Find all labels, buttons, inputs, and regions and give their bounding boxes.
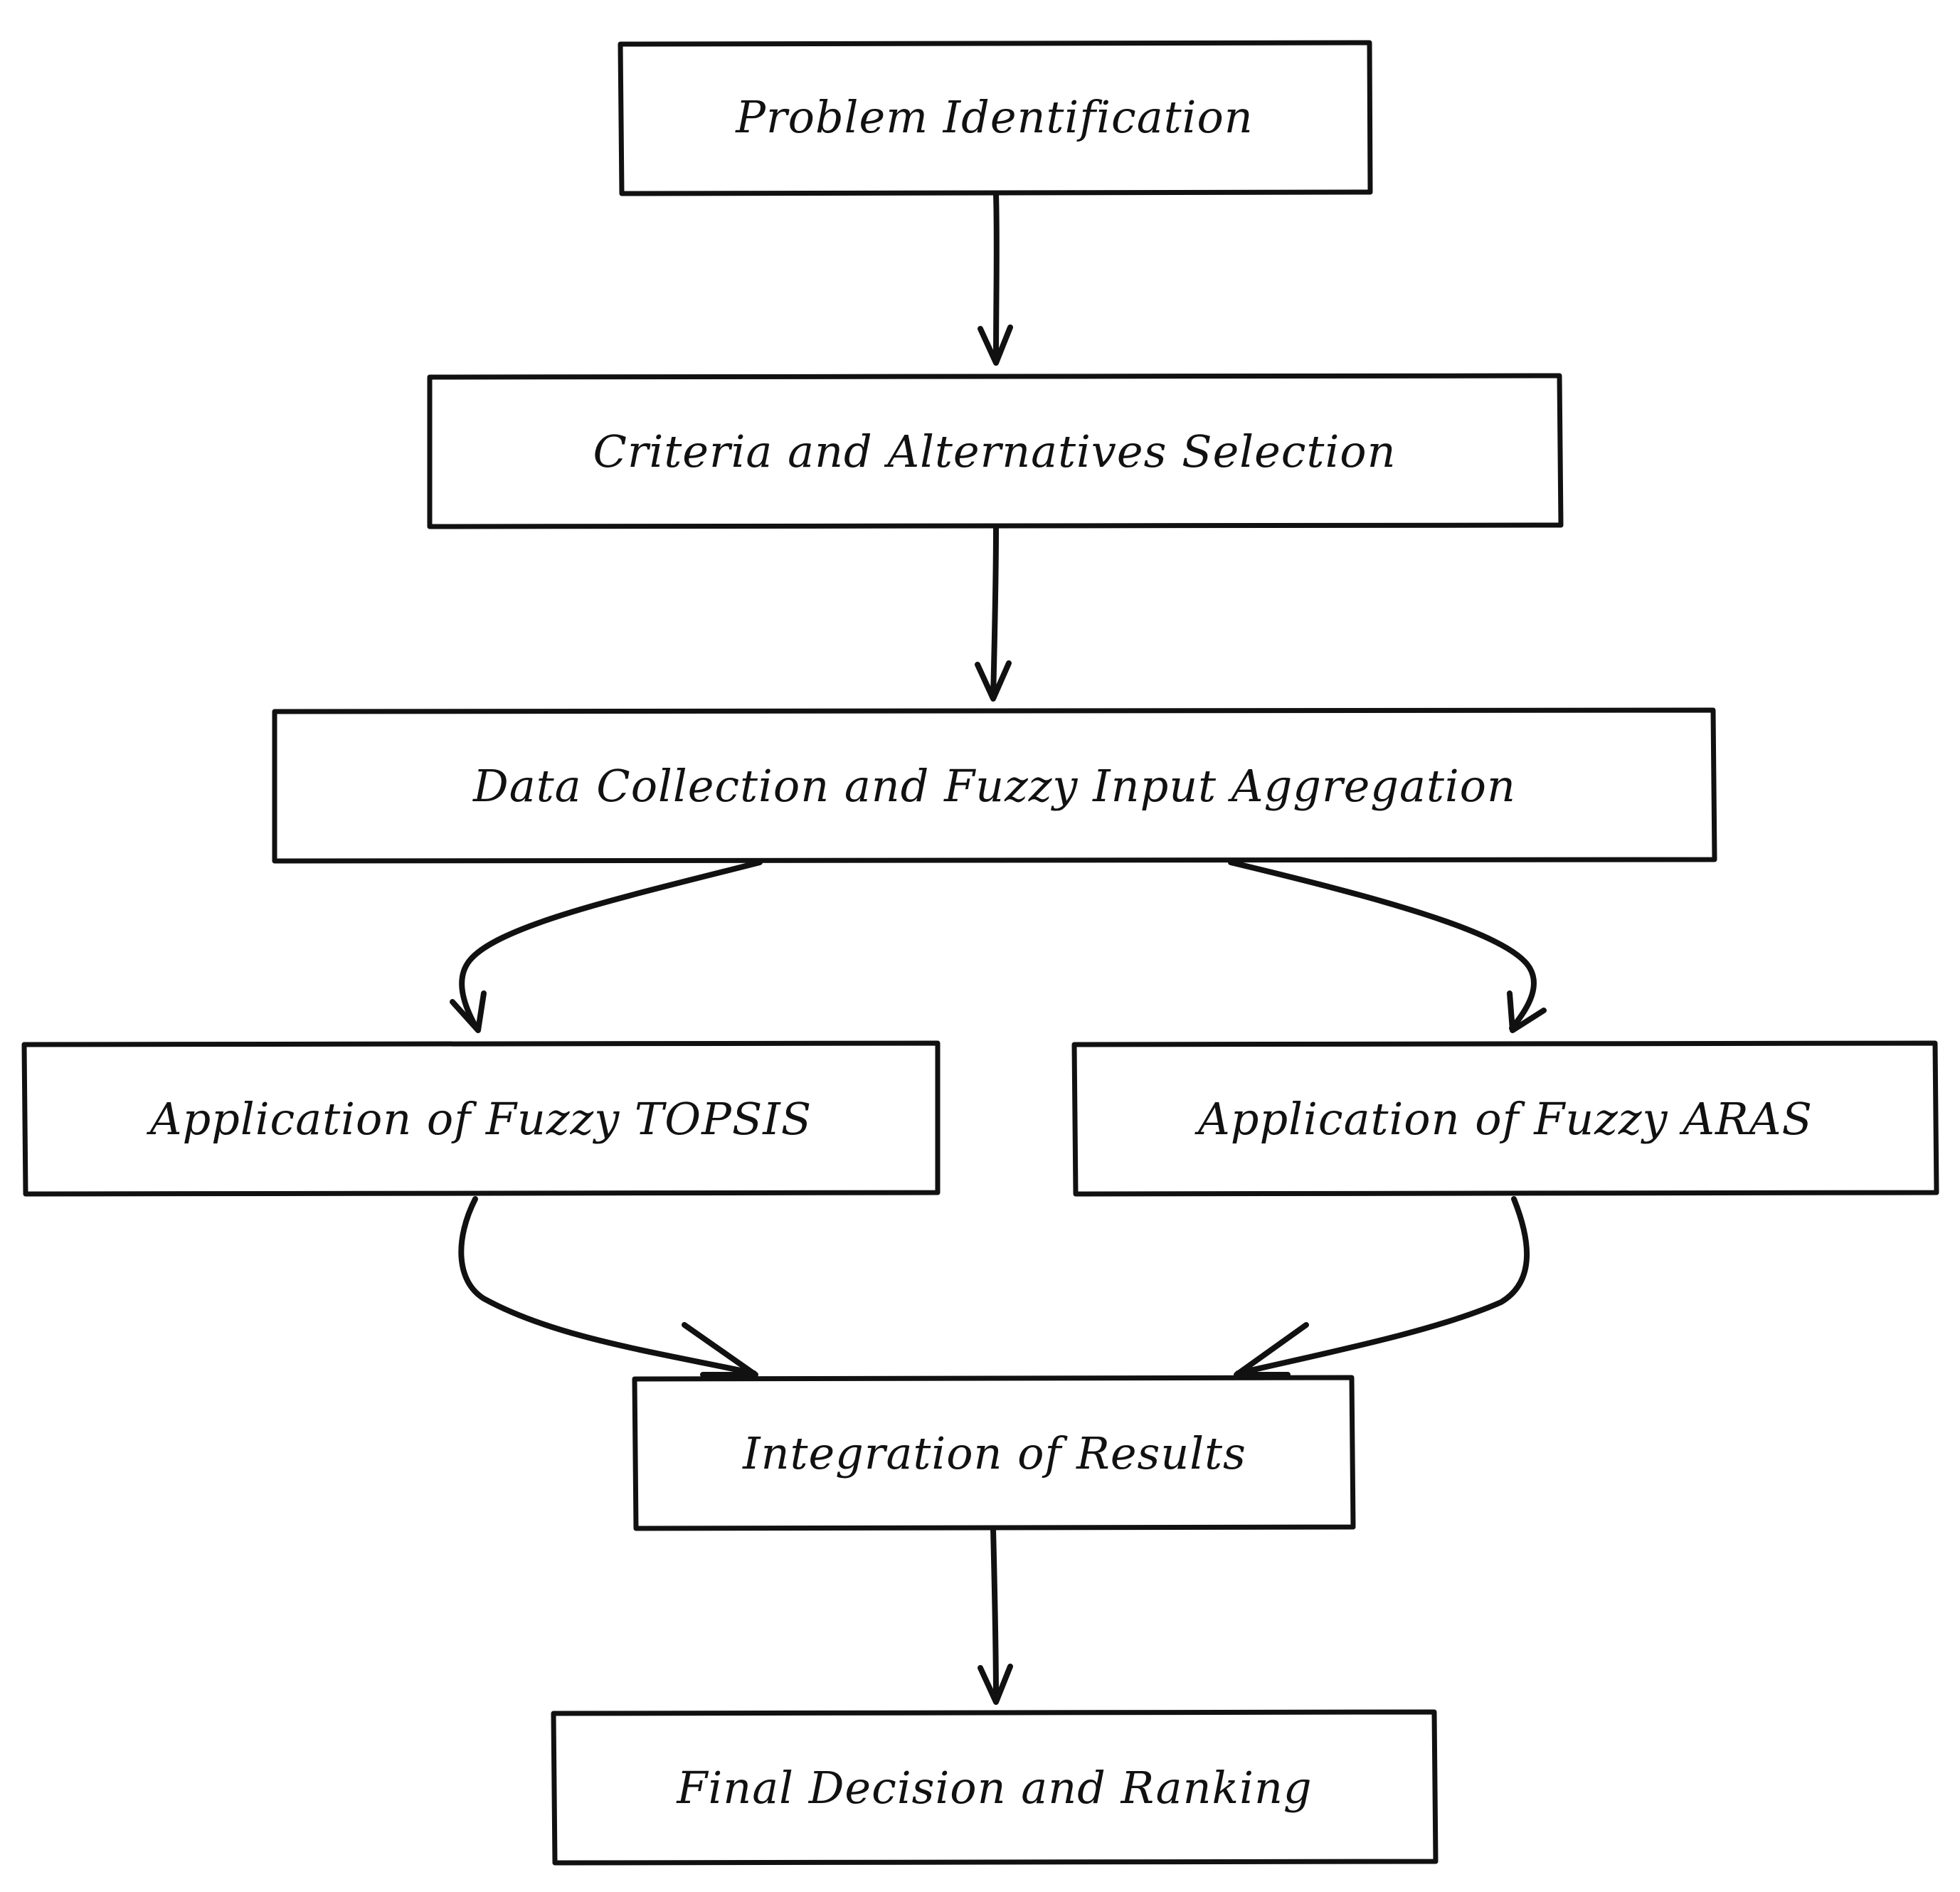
arrowhead-integration-right	[1234, 1322, 1309, 1378]
node-integration: Integration of Results	[632, 1375, 1356, 1531]
node-label: Integration of Results	[742, 1427, 1246, 1479]
flowchart-edges	[450, 191, 1547, 1705]
node-label: Criteria and Alternatives Selection	[593, 426, 1396, 477]
node-box	[21, 1040, 941, 1197]
node-box	[632, 1375, 1356, 1531]
node-label: Data Collection and Fuzzy Input Aggregat…	[472, 760, 1516, 812]
node-box	[551, 1709, 1439, 1866]
arrowhead-criteria	[978, 324, 1013, 366]
edge-aras-to-integration	[1235, 1196, 1530, 1376]
node-label: Final Decision and Ranking	[676, 1762, 1312, 1814]
node-box	[272, 707, 1717, 864]
edge-criteria-to-data	[990, 524, 999, 700]
node-data-collection: Data Collection and Fuzzy Input Aggregat…	[272, 707, 1717, 864]
arrowhead-topsis	[450, 990, 487, 1033]
arrowhead-data	[975, 660, 1012, 702]
node-label: Problem Identification	[735, 91, 1253, 143]
node-box	[1071, 1040, 1939, 1197]
node-problem-identification: Problem Identification	[618, 40, 1373, 196]
node-fuzzy-aras: Application of Fuzzy ARAS	[1071, 1040, 1939, 1197]
arrowhead-aras	[1507, 990, 1547, 1033]
node-box	[618, 40, 1373, 196]
arrowhead-final	[978, 1664, 1013, 1705]
edge-topsis-to-integration	[458, 1196, 757, 1376]
node-label: Application of Fuzzy TOPSIS	[147, 1093, 812, 1145]
node-label: Application of Fuzzy ARAS	[1194, 1093, 1813, 1145]
arrowhead-integration-left	[682, 1322, 758, 1378]
node-criteria-selection: Criteria and Alternatives Selection	[427, 373, 1564, 529]
flowchart-nodes: Problem Identification Criteria and Alte…	[21, 40, 1939, 1866]
node-final-decision: Final Decision and Ranking	[551, 1709, 1439, 1866]
node-box	[427, 373, 1564, 529]
edge-problem-to-criteria	[993, 191, 1000, 364]
edge-integration-to-final	[990, 1526, 999, 1703]
node-fuzzy-topsis: Application of Fuzzy TOPSIS	[21, 1040, 941, 1197]
edge-data-to-topsis	[459, 860, 763, 1031]
edge-data-to-aras	[1228, 860, 1537, 1031]
